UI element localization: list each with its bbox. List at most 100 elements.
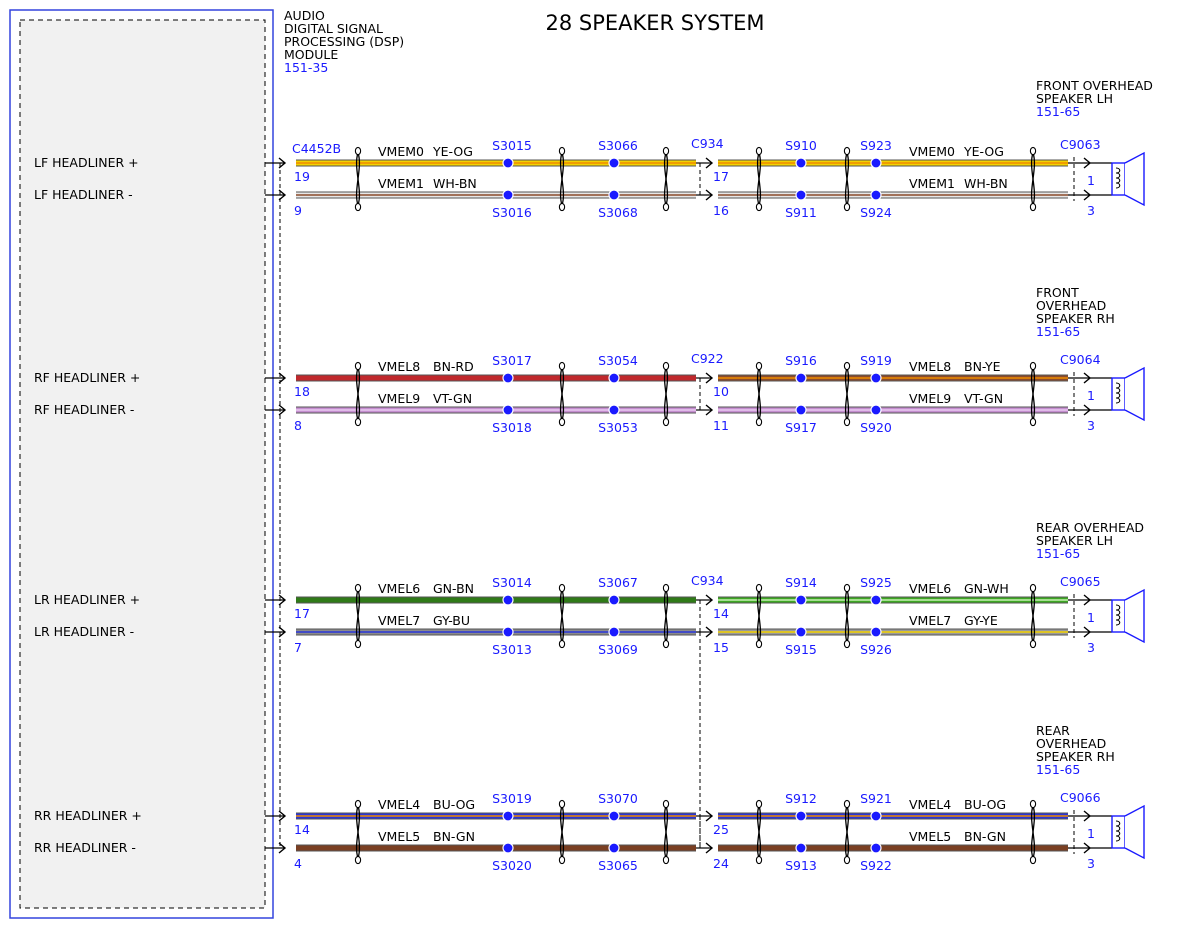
splice-S923-label: S923	[860, 138, 892, 153]
splice-S3068	[608, 189, 620, 201]
splice-S3066-label: S3066	[598, 138, 638, 153]
wire-3-0-module-arrow	[278, 810, 287, 822]
wire-3-1-color-right: BN-GN	[964, 829, 1006, 844]
wire-3-0-color-right: BU-OG	[964, 797, 1006, 812]
twist-1-4	[843, 361, 851, 427]
speaker-1-symbol	[1111, 366, 1145, 422]
wire-0-0-signal-label: LF HEADLINER +	[34, 155, 139, 170]
splice-S916	[795, 372, 807, 384]
splice-S910-label: S910	[785, 138, 817, 153]
inline-connector-1: C922	[691, 351, 724, 366]
wire-2-0-circuit-left: VMEL6	[378, 581, 420, 596]
speaker-3-connector: C9066	[1060, 790, 1101, 805]
speaker-3-name-line-2: OVERHEAD	[1036, 736, 1106, 751]
twist-0-5	[1029, 146, 1037, 212]
splice-S923	[870, 157, 882, 169]
speaker-2-ref: 151-65	[1036, 546, 1080, 561]
wire-2-1-circuit-right: VMEL7	[909, 613, 951, 628]
wire-1-1-signal-label: RF HEADLINER -	[34, 402, 134, 417]
twist-3-4	[843, 799, 851, 865]
wire-0-1-color-left: WH-BN	[433, 176, 477, 191]
splice-S3018	[502, 404, 514, 416]
wire-2-1-inline-pin: 15	[713, 640, 729, 655]
wire-3-0-circuit-right: VMEL4	[909, 797, 951, 812]
module-name-line-3: PROCESSING (DSP)	[284, 34, 404, 49]
wire-3-1-module-pin: 4	[294, 856, 302, 871]
splice-S3018-label: S3018	[492, 420, 532, 435]
twist-2-2	[662, 583, 670, 649]
wire-1-1-circuit-right: VMEL9	[909, 391, 951, 406]
wire-1-0-module-pin: 18	[294, 384, 310, 399]
splice-S3016	[502, 189, 514, 201]
twist-0-3	[755, 146, 763, 212]
wire-1-1-module-pin: 8	[294, 418, 302, 433]
splice-S926	[870, 626, 882, 638]
splice-S913	[795, 842, 807, 854]
splice-S919-label: S919	[860, 353, 892, 368]
wire-0-0-color-left: YE-OG	[432, 144, 473, 159]
wire-1-0-inline-pin: 10	[713, 384, 729, 399]
speaker-0-connector: C9063	[1060, 137, 1101, 152]
splice-S921-label: S921	[860, 791, 892, 806]
splice-S913-label: S913	[785, 858, 817, 873]
splice-S3019	[502, 810, 514, 822]
twist-1-2	[662, 361, 670, 427]
splice-S922	[870, 842, 882, 854]
twist-2-5	[1029, 583, 1037, 649]
splice-S3013	[502, 626, 514, 638]
splice-S3066	[608, 157, 620, 169]
splice-S3070-label: S3070	[598, 791, 638, 806]
speaker-3-symbol	[1111, 804, 1145, 860]
twist-0-1	[558, 146, 566, 212]
speaker-2-name-line-1: REAR OVERHEAD	[1036, 520, 1144, 535]
splice-S911-label: S911	[785, 205, 817, 220]
splice-S3014	[502, 594, 514, 606]
splice-S917	[795, 404, 807, 416]
module-ref: 151-35	[284, 60, 328, 75]
splice-S3016-label: S3016	[492, 205, 532, 220]
splice-S914	[795, 594, 807, 606]
splice-S914-label: S914	[785, 575, 817, 590]
wire-0-1-inline-pin: 16	[713, 203, 729, 218]
wire-1-0-color-left: BN-RD	[433, 359, 474, 374]
wire-1-0-circuit-right: VMEL8	[909, 359, 951, 374]
wire-2-0-speaker-pin: 1	[1087, 610, 1095, 625]
wire-2-0-color-right: GN-WH	[964, 581, 1009, 596]
wire-2-0-color-left: GN-BN	[433, 581, 474, 596]
wire-2-1-signal-label: LR HEADLINER -	[34, 624, 134, 639]
splice-S3020-label: S3020	[492, 858, 532, 873]
wire-2-0-circuit-right: VMEL6	[909, 581, 951, 596]
splice-S3067	[608, 594, 620, 606]
speaker-1-name-line-1: FRONT	[1036, 285, 1079, 300]
wire-1-0-signal-label: RF HEADLINER +	[34, 370, 140, 385]
wire-3-0-inline-pin: 25	[713, 822, 729, 837]
speaker-0-symbol	[1111, 151, 1145, 207]
twist-3-2	[662, 799, 670, 865]
splice-S920	[870, 404, 882, 416]
wire-2-1-module-pin: 7	[294, 640, 302, 655]
inline-connector-2: C934	[691, 573, 724, 588]
splice-S926-label: S926	[860, 642, 892, 657]
speaker-2-symbol	[1111, 588, 1145, 644]
splice-S3017	[502, 372, 514, 384]
splice-S3065-label: S3065	[598, 858, 638, 873]
wire-2-1-color-right: GY-YE	[964, 613, 998, 628]
splice-S3068-label: S3068	[598, 205, 638, 220]
wire-1-1-color-left: VT-GN	[433, 391, 472, 406]
splice-S910	[795, 157, 807, 169]
twist-2-0	[354, 583, 362, 649]
splice-S3054-label: S3054	[598, 353, 638, 368]
splice-S3069	[608, 626, 620, 638]
wire-1-0-circuit-left: VMEL8	[378, 359, 420, 374]
wire-0-1-module-arrow	[278, 189, 287, 201]
wire-0-0-speaker-pin: 1	[1087, 173, 1095, 188]
wire-0-0-module-pin: 19	[294, 169, 310, 184]
wire-2-1-color-left: GY-BU	[433, 613, 470, 628]
speaker-0-name-line-1: FRONT OVERHEAD	[1036, 78, 1153, 93]
splice-S3065	[608, 842, 620, 854]
wire-3-0-signal-label: RR HEADLINER +	[34, 808, 142, 823]
wire-2-1-circuit-left: VMEL7	[378, 613, 420, 628]
wire-0-0-color-right: YE-OG	[963, 144, 1004, 159]
